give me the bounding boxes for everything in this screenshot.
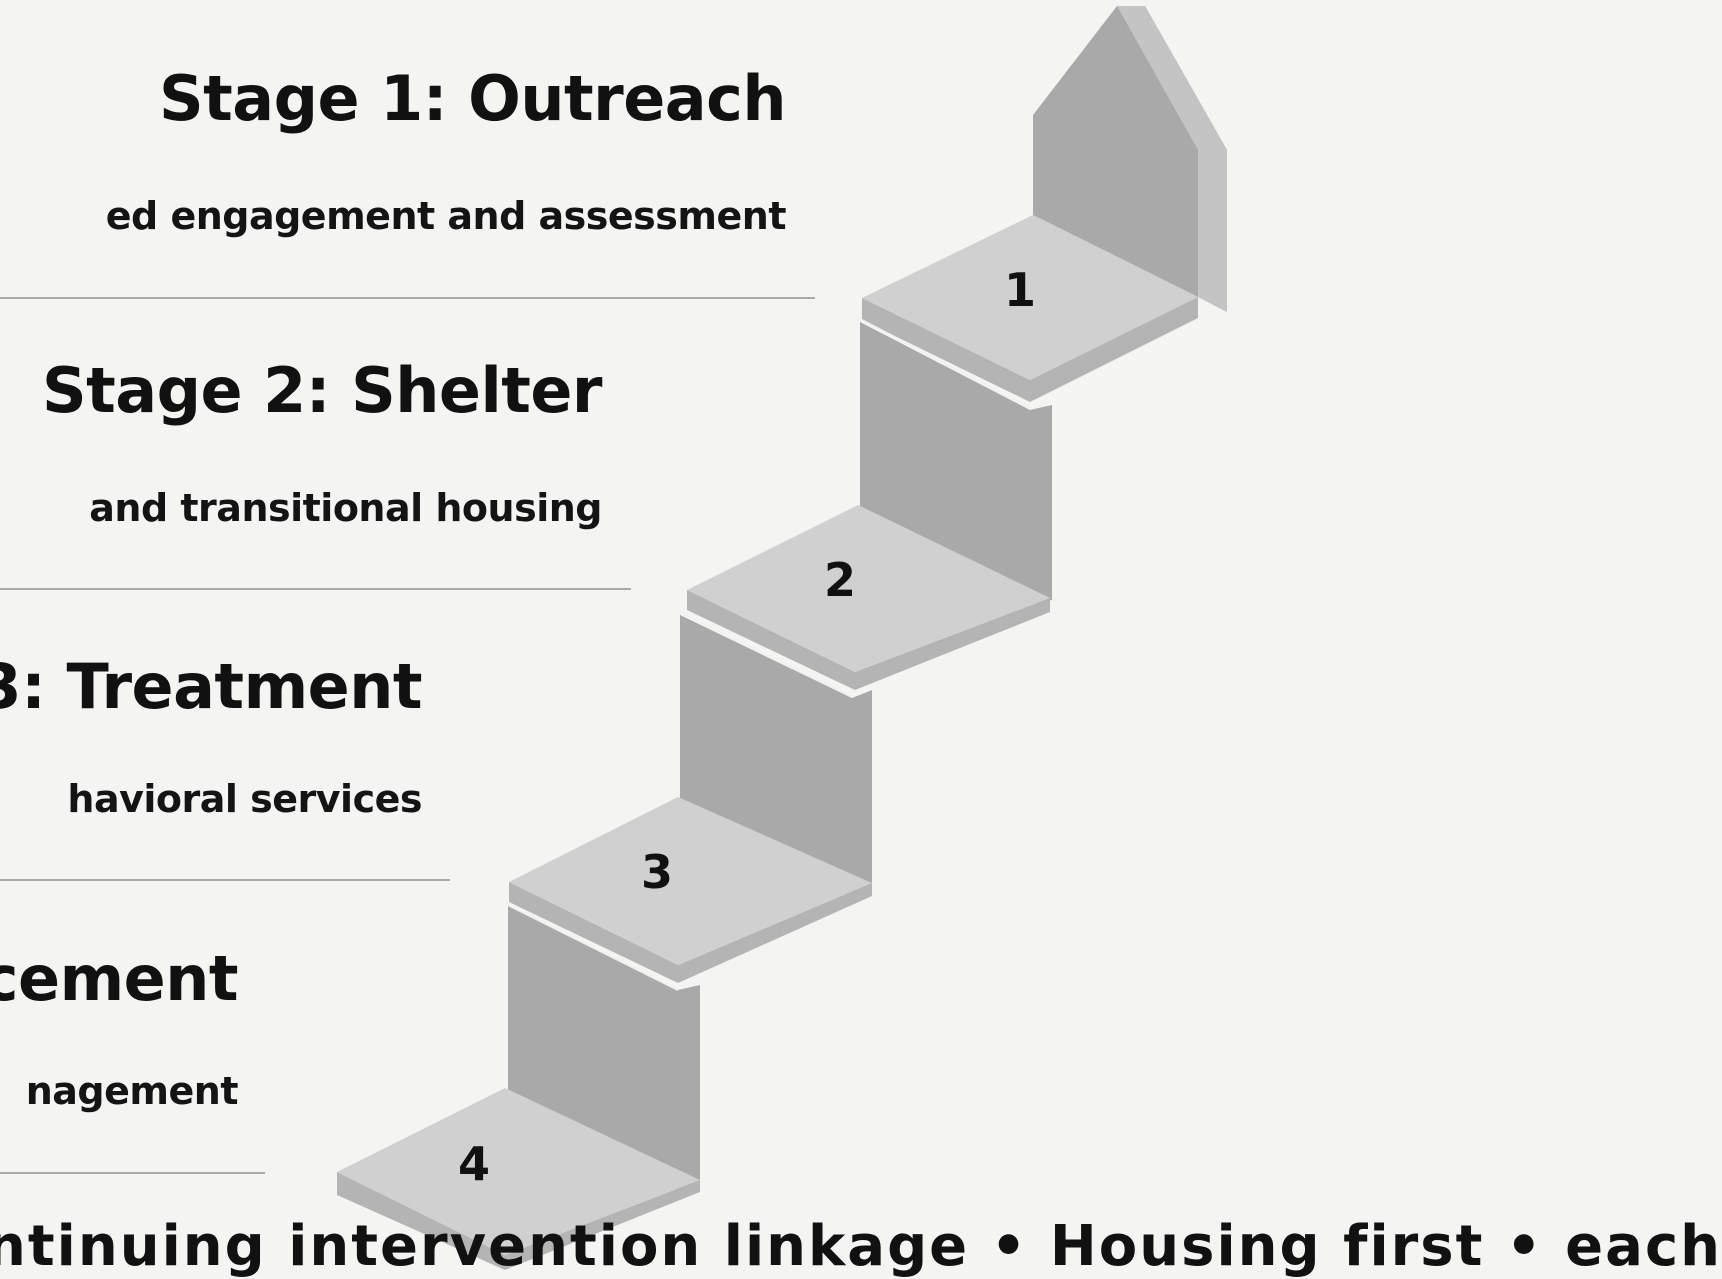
step-2-tread	[687, 505, 1050, 672]
step-4-edge	[337, 1172, 700, 1270]
step-number-4: 4	[458, 1137, 490, 1191]
step-3-tread	[509, 797, 872, 965]
stage-1-title: Stage 1: Outreach	[159, 62, 787, 135]
footer-text: ntinuing intervention linkage • Housing …	[0, 1214, 1722, 1279]
stage-4-title: cement	[0, 942, 239, 1015]
stage-3-divider	[0, 879, 450, 881]
staircase-infographic: 1 2 3 4 Stage 1: Outreach ed engagement …	[0, 6, 1721, 1279]
step-number-3: 3	[641, 845, 673, 899]
stage-3-title: 3: Treatment	[0, 650, 422, 723]
staircase-top-backboard-edge	[1117, 6, 1227, 312]
step-1-tread	[862, 215, 1198, 380]
step-1-highlight	[861, 319, 1031, 409]
stage-1-divider	[0, 297, 815, 299]
step-2-highlight	[679, 611, 853, 698]
step-2-edge	[687, 590, 1050, 690]
step-number-2: 2	[824, 553, 856, 607]
stage-2-title: Stage 2: Shelter	[41, 354, 603, 427]
stage-2-description: and transitional housing	[89, 486, 602, 530]
step-4-tread	[337, 1088, 700, 1255]
step-3-highlight	[507, 904, 679, 991]
step-3-edge	[509, 882, 872, 983]
staircase-graphic: 1 2 3 4	[337, 6, 1227, 1270]
stage-2-divider	[0, 588, 631, 590]
stage-1-description: ed engagement and assessment	[105, 194, 787, 238]
step-1-edge	[862, 297, 1198, 402]
step-number-1: 1	[1004, 263, 1036, 317]
stage-4-description: nagement	[25, 1069, 239, 1113]
stage-4-divider	[0, 1172, 265, 1174]
stage-3-description: havioral services	[67, 777, 422, 821]
